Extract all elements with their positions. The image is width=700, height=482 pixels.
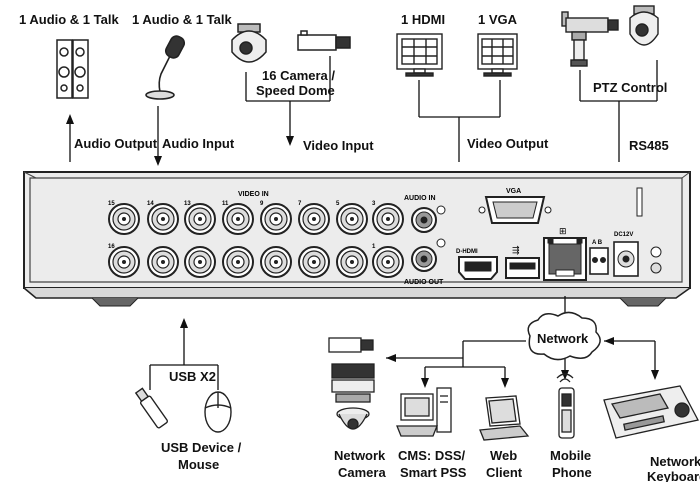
bnc-channel-number: 15 [108,201,115,207]
top-connector-lines [69,56,658,162]
usb-symbol-icon: ⇶ [512,245,520,256]
web-client-label-2: Client [486,465,523,480]
ethernet-port[interactable] [543,237,587,281]
bnc-channel-number: 9 [260,201,264,207]
cms-label-2: Smart PSS [400,465,467,480]
vga-port[interactable] [478,196,552,224]
video-in-panel-label: VIDEO IN [238,191,269,198]
mobile-phone-label-2: Phone [552,465,592,480]
dc-panel-label: DC12V [614,232,633,238]
audio-talk-label-1: 1 Audio & 1 Talk [19,12,119,27]
hdmi-label: 1 HDMI [401,12,445,27]
bnc-video-input-port[interactable] [298,246,330,278]
microphone-icon [145,35,186,100]
bnc-channel-number: 16 [108,244,115,250]
video-output-label: Video Output [467,136,549,151]
rs485-label: RS485 [629,138,669,153]
hdmi-port[interactable] [458,256,498,280]
vga-monitor-icon [477,33,518,77]
speaker-icon [56,39,89,99]
bnc-channel-number: 5 [336,201,340,207]
laptop-icon [479,395,530,441]
network-camera-label-1: Network [334,448,386,463]
bnc-video-input-port[interactable] [372,203,404,235]
network-camera-label-2: Camera [338,465,386,480]
mobile-phone-label-1: Mobile [550,448,591,463]
audio-talk-label-2: 1 Audio & 1 Talk [132,12,232,27]
bnc-channel-number: 11 [222,201,229,207]
camera-count-label-2: Speed Dome [256,83,335,98]
bnc-video-input-port[interactable] [222,246,254,278]
vga-label: 1 VGA [478,12,518,27]
usb-stick-icon [134,387,169,429]
usb-device-label-1: USB Device / [161,440,242,455]
mobile-phone-icon [556,373,575,439]
network-camera-icon [328,337,375,430]
bnc-channel-number: 7 [298,201,302,207]
network-keyboard-icon [603,385,699,439]
network-lines [386,296,656,384]
dc-power-jack[interactable] [613,241,639,277]
usb-connection-lines [149,322,219,390]
bnc-video-input-port[interactable] [336,203,368,235]
bnc-video-input-port[interactable] [184,203,216,235]
bnc-video-input-port[interactable] [260,203,292,235]
bnc-video-input-port[interactable] [298,203,330,235]
ptz-dome-camera-icon [629,5,659,46]
cms-label-1: CMS: DSS/ [398,448,466,463]
audio-in-panel-label: AUDIO IN [404,195,436,202]
camera-count-label-1: 16 Camera / [262,68,335,83]
web-client-label-1: Web [490,448,517,463]
bnc-video-input-port[interactable] [108,203,140,235]
audio-out-panel-label: AUDIO OUT [404,279,444,286]
bnc-channel-number: 3 [372,201,376,207]
audio-in-connector[interactable] [411,205,446,233]
network-keyboard-label-2: Keyboard [647,469,700,482]
network-arrow-heads [386,337,659,388]
usb-arrow-head [180,318,188,328]
usb-port[interactable] [505,257,540,279]
usb-x2-label: USB X2 [169,369,216,384]
bnc-video-input-port[interactable] [184,246,216,278]
bnc-video-input-port[interactable] [147,203,179,235]
bnc-channel-number: 13 [184,201,191,207]
network-keyboard-label-1: Network [650,454,700,469]
hdmi-monitor-icon [396,33,443,77]
bnc-video-input-port[interactable] [372,246,404,278]
network-symbol-icon: ⊞ [559,227,567,237]
audio-out-connector[interactable] [411,238,446,272]
hdmi-panel-label: D-HDMI [456,249,478,255]
audio-input-label: Audio Input [162,136,235,151]
audio-output-label: Audio Output [74,136,158,151]
speed-dome-camera-icon [231,23,267,63]
bnc-video-input-port[interactable] [222,203,254,235]
arrow-heads [66,114,294,166]
network-cloud-icon [527,311,601,361]
bnc-connector-array: 15 14 13 11 9 7 5 3 16 1 [108,201,404,278]
bnc-video-input-port[interactable] [336,246,368,278]
network-label: Network [537,331,589,346]
vga-panel-label: VGA [506,188,521,195]
bnc-video-input-port[interactable] [260,246,292,278]
rs485-terminal[interactable] [589,247,609,275]
box-camera-icon [297,30,351,51]
ground-screw-icon [650,246,662,274]
ptz-control-label: PTZ Control [593,80,667,95]
pc-workstation-icon [396,387,452,437]
bnc-video-input-port[interactable] [147,246,179,278]
usb-device-label-2: Mouse [178,457,219,472]
bnc-channel-number: 1 [372,244,376,250]
bnc-channel-number: 14 [147,201,154,207]
ptz-box-camera-icon [561,11,619,67]
bnc-video-input-port[interactable] [108,246,140,278]
dvr-rear-panel [23,171,691,307]
ab-panel-label: A B [592,240,603,246]
video-input-label: Video Input [303,138,374,153]
mouse-icon [204,391,232,433]
